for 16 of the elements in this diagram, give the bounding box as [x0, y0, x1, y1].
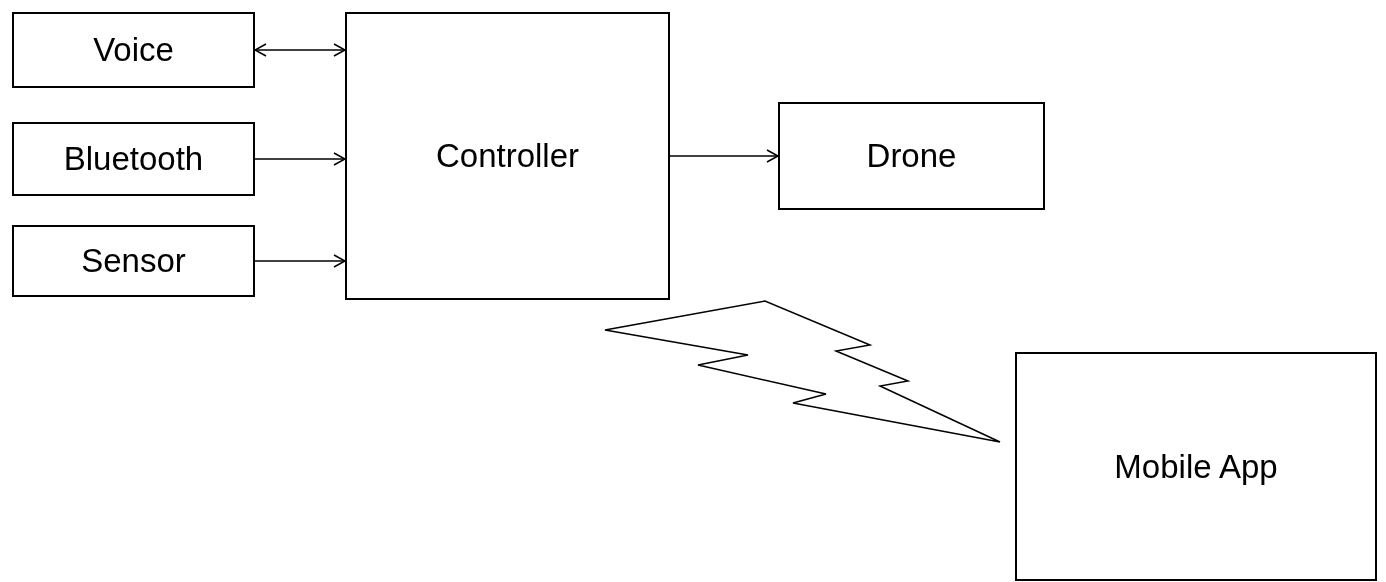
block-label: Bluetooth: [63, 139, 204, 180]
arrow: [254, 43, 346, 57]
block-label: Controller: [435, 136, 580, 177]
block-box: [778, 102, 1045, 210]
block-box: [1015, 352, 1377, 581]
arrow: [254, 152, 346, 166]
block-label: Sensor: [81, 241, 186, 282]
arrow: [254, 254, 346, 268]
block-label: Voice: [93, 30, 174, 71]
block-box: [345, 12, 670, 300]
block-label: Mobile App: [1114, 446, 1278, 487]
arrow: [669, 149, 779, 163]
block-box: [12, 122, 255, 196]
block-box: [12, 12, 255, 88]
block-box: [12, 225, 255, 297]
block-label: Drone: [866, 136, 957, 177]
